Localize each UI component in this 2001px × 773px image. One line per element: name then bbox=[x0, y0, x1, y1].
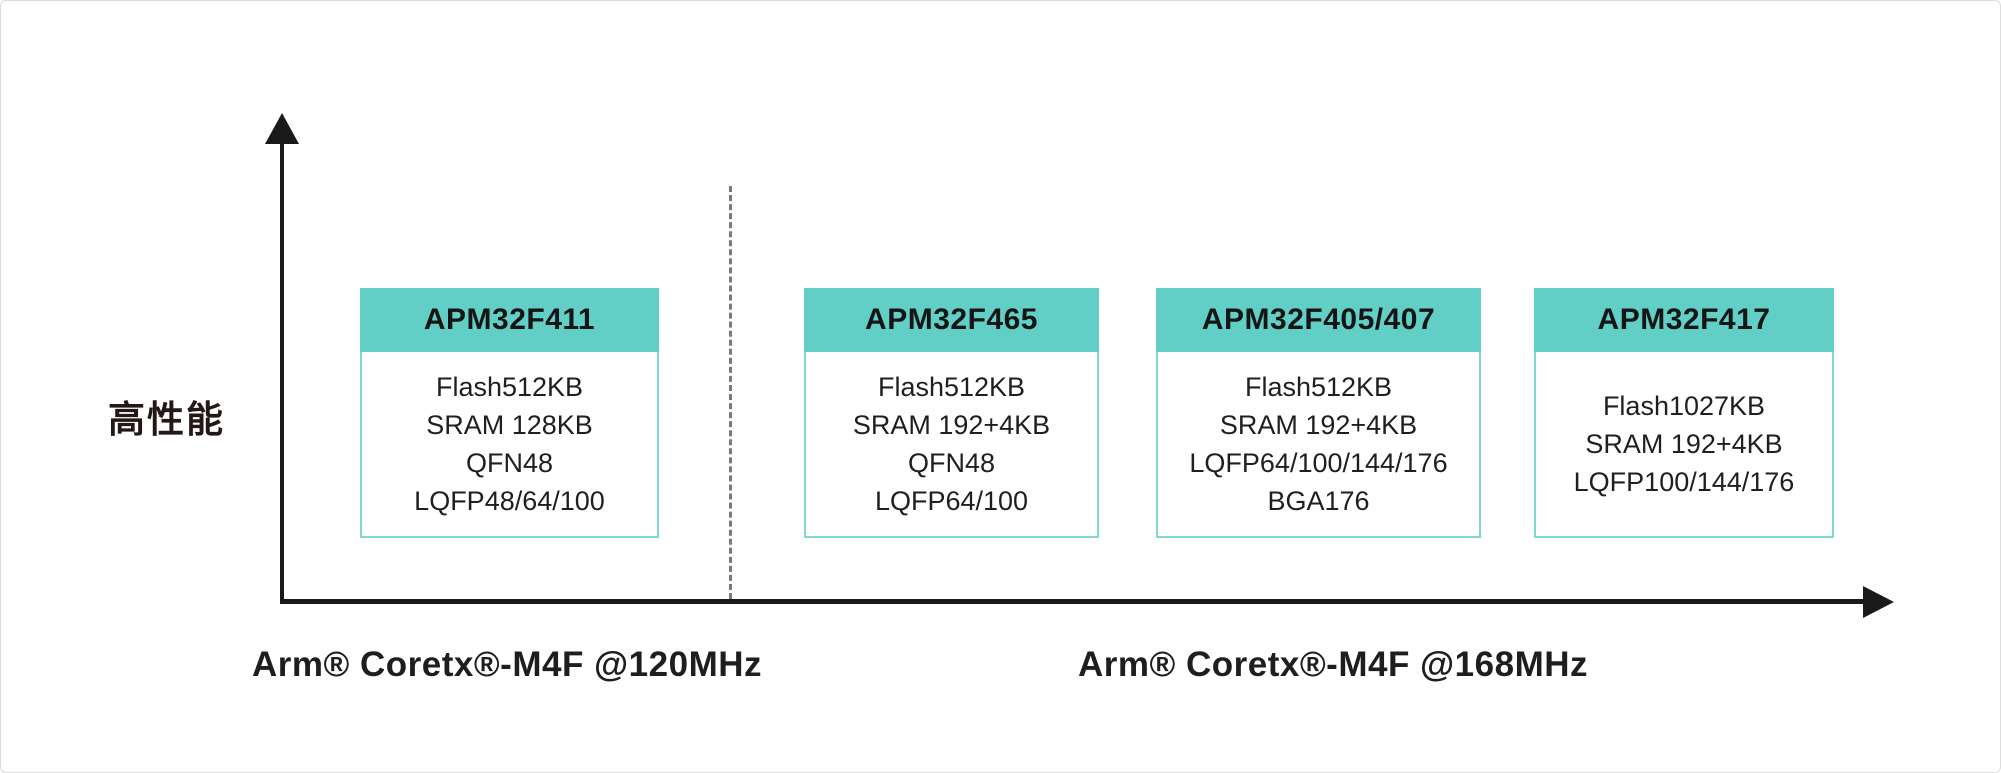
product-card-title: APM32F465 bbox=[804, 288, 1099, 352]
product-card-title: APM32F405/407 bbox=[1156, 288, 1481, 352]
frequency-group-divider-dashed-line bbox=[729, 186, 732, 599]
spec-flash: Flash512KB bbox=[877, 372, 1026, 402]
x-axis-group-label-120mhz: Arm® Coretx®-M4F @120MHz bbox=[251, 645, 763, 684]
x-axis-arrow-right-icon bbox=[1863, 586, 1894, 618]
product-card-apm32f405-407: APM32F405/407 Flash512KB SRAM 192+4KB LQ… bbox=[1156, 288, 1481, 538]
product-card-apm32f417: APM32F417 Flash1027KB SRAM 192+4KB LQFP1… bbox=[1534, 288, 1834, 538]
product-card-title: APM32F411 bbox=[360, 288, 659, 352]
product-card-apm32f465: APM32F465 Flash512KB SRAM 192+4KB QFN48 … bbox=[804, 288, 1099, 538]
y-axis-arrow-up-icon bbox=[265, 113, 299, 144]
product-card-specs: Flash1027KB SRAM 192+4KB LQFP100/144/176 bbox=[1534, 352, 1834, 538]
spec-flash: Flash512KB bbox=[435, 372, 584, 402]
spec-flash: Flash1027KB bbox=[1602, 391, 1766, 421]
spec-sram: SRAM 192+4KB bbox=[1219, 410, 1418, 440]
product-card-title: APM32F417 bbox=[1534, 288, 1834, 352]
spec-package: QFN48 bbox=[907, 448, 996, 478]
product-card-apm32f411: APM32F411 Flash512KB SRAM 128KB QFN48 LQ… bbox=[360, 288, 659, 538]
spec-package: LQFP48/64/100 bbox=[414, 486, 605, 516]
x-axis-line bbox=[280, 599, 1866, 604]
product-card-specs: Flash512KB SRAM 192+4KB LQFP64/100/144/1… bbox=[1156, 352, 1481, 538]
spec-package: BGA176 bbox=[1267, 486, 1370, 516]
spec-package: QFN48 bbox=[465, 448, 554, 478]
y-axis-label-high-performance: 高性能 bbox=[108, 399, 225, 440]
y-axis-line bbox=[280, 139, 284, 603]
spec-package: LQFP64/100/144/176 bbox=[1189, 448, 1448, 478]
product-card-specs: Flash512KB SRAM 192+4KB QFN48 LQFP64/100 bbox=[804, 352, 1099, 538]
spec-sram: SRAM 192+4KB bbox=[1585, 429, 1783, 459]
spec-sram: SRAM 192+4KB bbox=[852, 410, 1051, 440]
spec-package: LQFP100/144/176 bbox=[1573, 467, 1795, 497]
x-axis-group-label-168mhz: Arm® Coretx®-M4F @168MHz bbox=[1077, 645, 1589, 684]
product-card-specs: Flash512KB SRAM 128KB QFN48 LQFP48/64/10… bbox=[360, 352, 659, 538]
spec-sram: SRAM 128KB bbox=[426, 410, 593, 440]
spec-package: LQFP64/100 bbox=[874, 486, 1029, 516]
spec-flash: Flash512KB bbox=[1244, 372, 1393, 402]
